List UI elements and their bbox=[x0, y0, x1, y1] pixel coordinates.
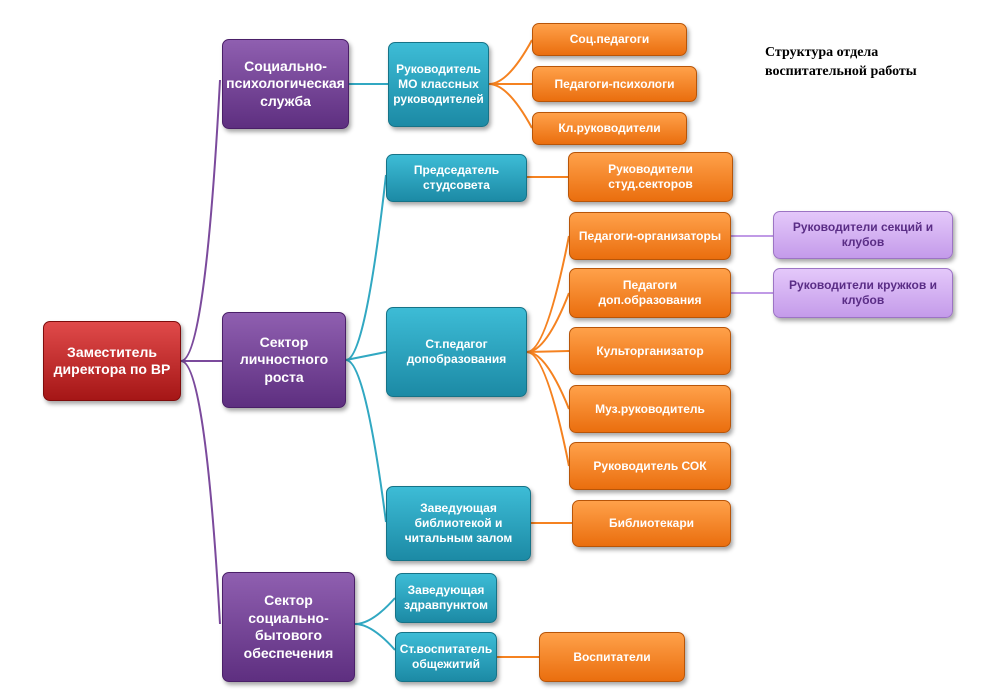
line-senior-sok bbox=[526, 351, 570, 467]
node-senior-educator: Ст.воспитатель общежитий bbox=[395, 632, 497, 682]
node-social-psych: Социально-психологическая служба bbox=[222, 39, 349, 129]
line-growth-senior-teacher bbox=[345, 351, 387, 361]
node-educators: Воспитатели bbox=[539, 632, 685, 682]
node-sector-heads: Руководители студ.секторов bbox=[568, 152, 733, 202]
chart-title: Структура отдела воспитательной работы bbox=[765, 45, 917, 79]
line-senior-culture bbox=[526, 350, 570, 353]
node-library-head: Заведующая библиотекой и читальным залом bbox=[386, 486, 531, 561]
node-senior-teacher: Ст.педагог допобразования bbox=[386, 307, 527, 397]
node-librarians: Библиотекари bbox=[572, 500, 731, 547]
line-household-educator bbox=[354, 623, 396, 651]
line-mo-class-teachers bbox=[488, 83, 533, 129]
node-psychologists: Педагоги-психологи bbox=[532, 66, 697, 102]
node-circle-heads: Руководители кружков и клубов bbox=[773, 268, 953, 318]
line-household-medical bbox=[354, 597, 396, 625]
node-personal-growth: Сектор личностного роста bbox=[222, 312, 346, 408]
line-mo-social-teachers bbox=[488, 39, 533, 85]
line-deputy-social-psych bbox=[180, 79, 221, 362]
node-music-director: Муз.руководитель bbox=[569, 385, 731, 433]
line-deputy-social-household bbox=[180, 360, 221, 625]
node-social-household: Сектор социально-бытового обеспечения bbox=[222, 572, 355, 682]
node-social-teachers: Соц.педагоги bbox=[532, 23, 687, 56]
node-organizers: Педагоги-организаторы bbox=[569, 212, 731, 260]
node-medical-head: Заведующая здравпунктом bbox=[395, 573, 497, 623]
node-section-heads: Руководители секций и клубов bbox=[773, 211, 953, 259]
line-senior-music bbox=[526, 351, 570, 410]
node-mo-head: Руководитель МО классных руководителей bbox=[388, 42, 489, 127]
line-growth-student-council bbox=[345, 174, 387, 361]
node-addl-ed-teachers: Педагоги доп.образования bbox=[569, 268, 731, 318]
node-class-teachers: Кл.руководители bbox=[532, 112, 687, 145]
node-sok-head: Руководитель СОК bbox=[569, 442, 731, 490]
line-growth-library-head bbox=[345, 359, 387, 523]
node-student-council: Председатель студсовета bbox=[386, 154, 527, 202]
node-culture-organizer: Культорганизатор bbox=[569, 327, 731, 375]
node-deputy: Заместитель директора по ВР bbox=[43, 321, 181, 401]
